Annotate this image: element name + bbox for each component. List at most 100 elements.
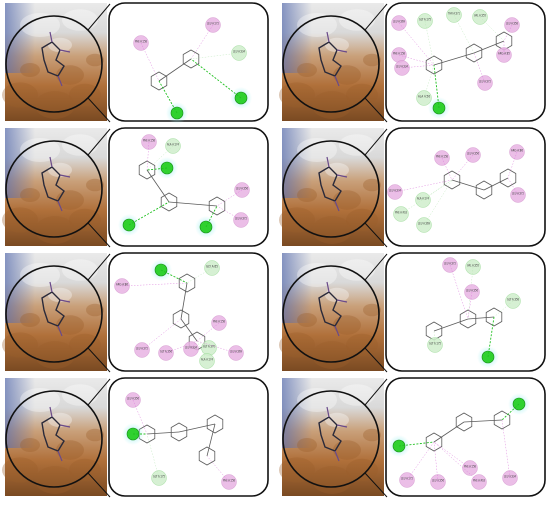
residue-label: LEU A:369: [418, 222, 430, 226]
ligand-sticks: [41, 281, 71, 337]
protein-surface-image: [2, 3, 107, 121]
zoom-circle: [282, 265, 380, 363]
interaction-line: [433, 330, 436, 346]
protein-surface-image: [279, 3, 384, 121]
interaction-line: [453, 14, 475, 54]
interaction-line: [449, 264, 469, 320]
hbond-line: [190, 58, 242, 99]
residue-label: LEU A:356: [432, 479, 444, 483]
inset-frame: [108, 377, 269, 497]
residue-label: PHE A:158: [135, 40, 147, 44]
inset-frame: [108, 2, 269, 122]
protein-surface-image: [2, 128, 107, 246]
inset-frame: [385, 377, 546, 497]
protein-surface-image: [279, 128, 384, 246]
residue-label: PHE A:158: [213, 320, 225, 324]
interaction-line: [398, 22, 435, 66]
interaction-line: [451, 154, 474, 181]
residue-label: ARG A:86: [511, 149, 524, 153]
ligand-2d-structure: [150, 49, 200, 91]
zoom-circle: [282, 15, 380, 113]
interaction-line: [394, 179, 453, 193]
residue-label: GLY A:358: [507, 298, 519, 302]
ligand-sticks: [41, 406, 71, 462]
residue-label: ALA A:56: [418, 95, 431, 99]
ligand-sticks: [318, 156, 348, 212]
residue-label: PHE A:158: [143, 139, 155, 143]
interaction-line: [433, 441, 439, 483]
protein-surface-image: [279, 378, 384, 496]
protein-surface-image: [2, 378, 107, 496]
interaction-line: [140, 42, 160, 82]
interaction-line: [441, 157, 453, 181]
residue-label: PHE A:418: [473, 479, 485, 483]
residue-label: LEU A:334: [396, 65, 408, 69]
interaction-line: [401, 64, 435, 69]
residue-label: GLY A:175: [153, 475, 165, 479]
ligand-sticks: [318, 406, 348, 462]
residue-label: VAL A:355: [474, 14, 486, 18]
interaction-line: [473, 52, 486, 84]
residue-label: PHE A:158: [393, 52, 405, 56]
residue-label: PHE A:158: [223, 479, 235, 483]
zoom-circle: [5, 15, 103, 113]
ligand-sticks: [41, 156, 71, 212]
residue-label: PHE A:158: [436, 155, 448, 159]
interaction-line: [400, 179, 453, 215]
hbond-line: [205, 205, 218, 228]
interaction-line: [433, 441, 480, 483]
residue-label: LEU A:372: [444, 262, 456, 266]
interaction-line: [121, 282, 188, 287]
ligand-sticks: [41, 31, 71, 87]
hbond-line: [160, 269, 188, 284]
zoom-circle: [5, 265, 103, 363]
zoom-circle: [5, 390, 103, 488]
interaction-line: [433, 441, 471, 469]
inset-frame: [108, 127, 269, 247]
ligand-2d-structure: [138, 160, 226, 216]
residue-label: ARG A:86: [116, 283, 129, 287]
hbond-line: [128, 201, 170, 226]
residue-label: LEU A:372: [235, 217, 247, 221]
ligand-sticks: [318, 31, 348, 87]
interaction-line: [501, 419, 511, 479]
hbond-line: [433, 64, 440, 109]
interaction-line: [190, 52, 240, 60]
interaction-line: [398, 54, 435, 66]
residue-label: LEU A:372: [479, 80, 491, 84]
residue-label: LEU A:334: [389, 189, 401, 193]
residue-label: LEU A:369: [230, 350, 242, 354]
interaction-line: [141, 318, 182, 351]
residue-label: LEU A:334: [504, 475, 516, 479]
residue-label: LEU A:172: [207, 22, 219, 26]
protein-surface-image: [279, 253, 384, 371]
residue-label: LEU A:358: [506, 22, 518, 26]
interaction-line: [206, 455, 230, 483]
interaction-line: [186, 267, 213, 284]
interaction-line: [479, 16, 505, 42]
residue-label: THR A:371: [447, 12, 460, 16]
inset-frame: [108, 252, 269, 372]
residue-label: LEU A:334: [233, 50, 245, 54]
ligand-2d-structure: [443, 168, 517, 200]
residue-label: PHE A:418: [395, 211, 407, 215]
inset-frame: [385, 2, 546, 122]
interaction-line: [216, 189, 243, 207]
residue-label: LEU A:356: [467, 152, 479, 156]
inset-frame: [385, 127, 546, 247]
